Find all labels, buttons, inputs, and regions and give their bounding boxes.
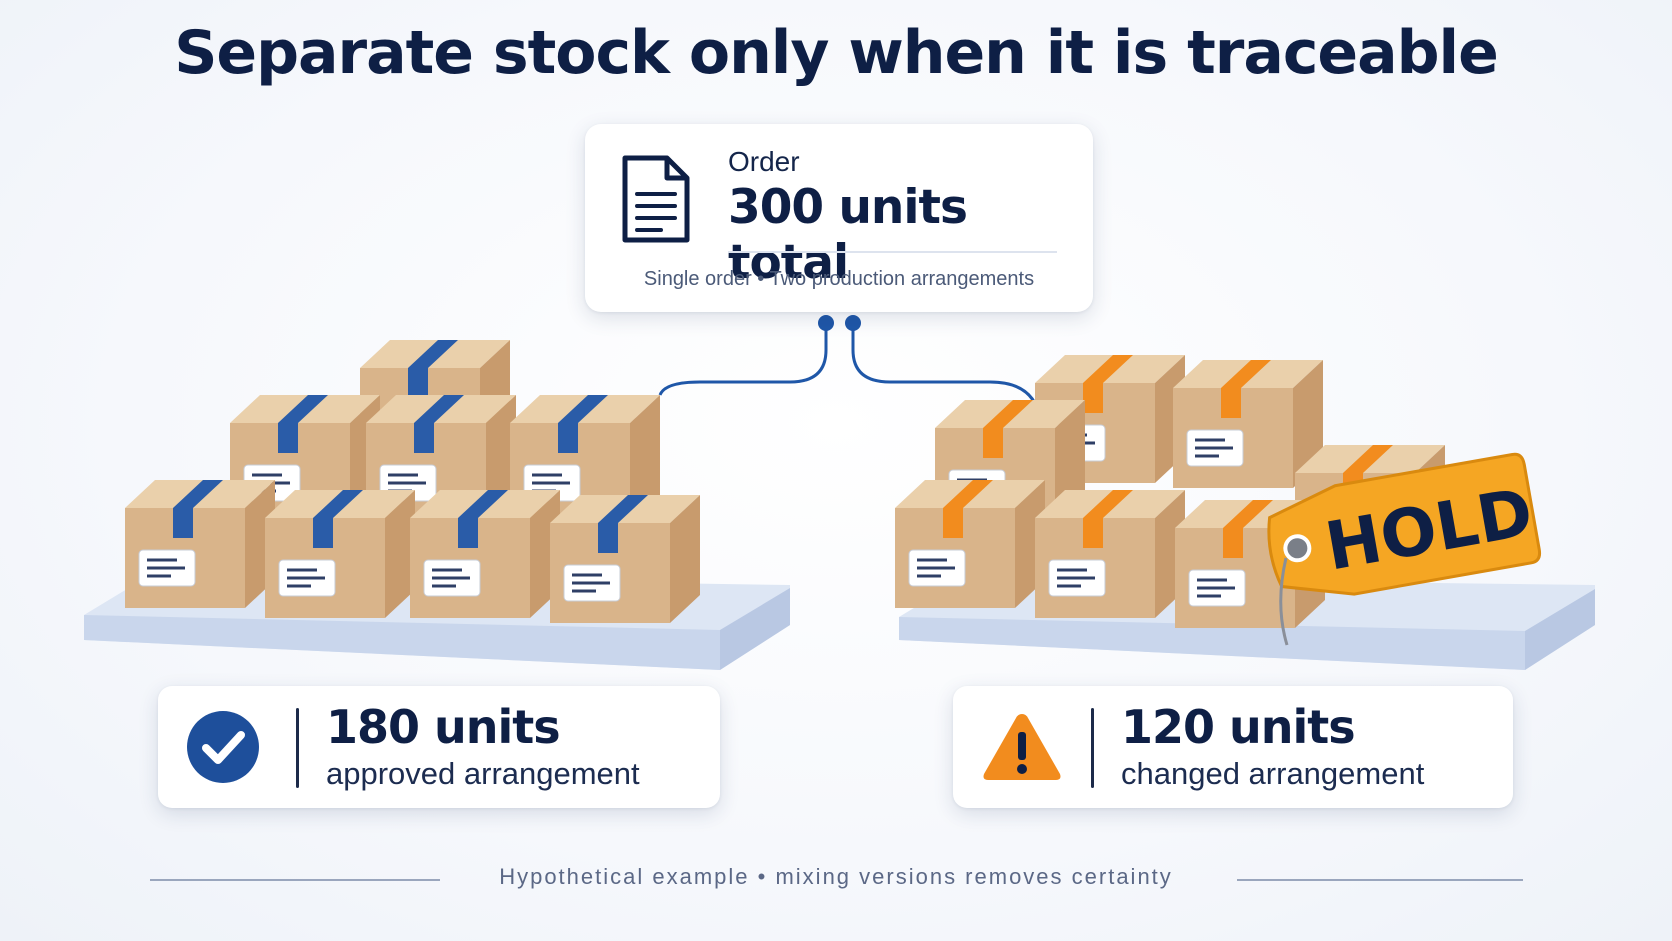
changed-status-card: 120 units changed arrangement	[953, 686, 1513, 808]
approved-box-stack	[84, 338, 790, 670]
order-total: 300 units total	[728, 180, 968, 290]
approved-description: approved arrangement	[326, 756, 640, 791]
changed-description: changed arrangement	[1121, 756, 1425, 791]
changed-units: 120 units	[1121, 700, 1356, 754]
approved-status-card: 180 units approved arrangement	[158, 686, 720, 808]
order-label: Order	[728, 146, 800, 177]
changed-box-stack: HOLD	[895, 355, 1595, 670]
approved-units: 180 units	[326, 700, 561, 754]
checkmark-circle-icon	[187, 711, 259, 783]
status-separator	[296, 708, 299, 788]
warning-triangle-icon	[983, 714, 1061, 780]
status-separator	[1091, 708, 1094, 788]
page-title: Separate stock only when it is traceable	[174, 18, 1499, 88]
footer-line-right	[1237, 879, 1523, 881]
order-card: Order 300 units total Single order • Two…	[585, 124, 1093, 312]
footer-caption: Hypothetical example • mixing versions r…	[499, 864, 1173, 889]
order-divider	[728, 251, 1057, 253]
connector-dot-right	[845, 315, 861, 331]
order-subtitle: Single order • Two production arrangemen…	[643, 268, 1035, 290]
connector-dot-left	[818, 315, 834, 331]
footer-line-left	[150, 879, 440, 881]
hold-tag-icon: HOLD	[1267, 452, 1542, 596]
document-icon	[622, 155, 690, 243]
